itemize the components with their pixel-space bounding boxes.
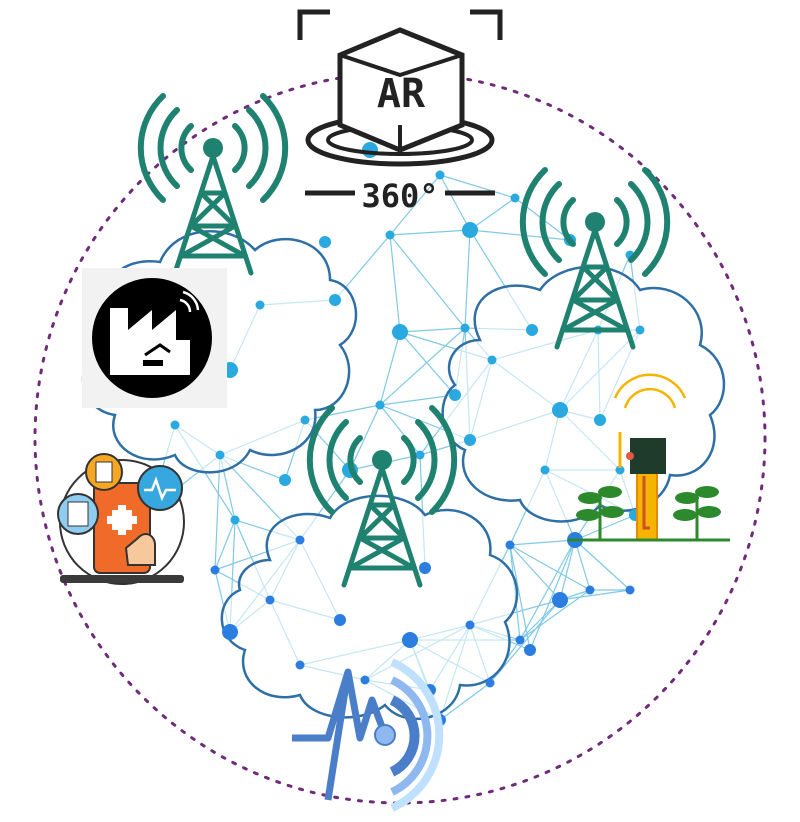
mesh-link xyxy=(469,229,571,241)
mesh-node xyxy=(485,678,495,688)
mesh-node xyxy=(170,420,180,430)
mesh-link xyxy=(559,539,576,601)
mesh-node xyxy=(449,389,461,401)
mesh-link xyxy=(509,544,561,601)
mesh-link xyxy=(399,327,466,333)
mesh-node xyxy=(487,355,497,365)
mesh-link xyxy=(304,404,381,421)
mesh-link xyxy=(574,539,631,591)
mesh-node xyxy=(540,465,550,475)
smart-agriculture-icon xyxy=(568,373,730,542)
mesh-node xyxy=(222,624,238,640)
mesh-link xyxy=(389,229,471,236)
mesh-link xyxy=(379,394,456,406)
mesh-node xyxy=(230,515,240,525)
mesh-node xyxy=(210,565,220,575)
mesh-node xyxy=(329,294,341,306)
mesh-node xyxy=(594,414,606,426)
mesh-node xyxy=(319,236,331,248)
telemedicine-icon xyxy=(57,453,185,585)
mesh-node xyxy=(552,592,568,608)
mesh-node xyxy=(515,635,525,645)
mesh-node xyxy=(375,400,385,410)
mesh-node xyxy=(419,562,431,574)
mesh-node xyxy=(265,595,275,605)
mesh-link xyxy=(214,519,236,571)
mesh-link xyxy=(389,174,441,236)
signal-wave-icon xyxy=(292,658,444,812)
mesh-node xyxy=(295,660,305,670)
mesh-link xyxy=(389,234,401,333)
mesh-link xyxy=(349,404,381,471)
ar-label: AR xyxy=(377,71,426,117)
smart-factory-icon xyxy=(82,268,227,408)
mesh-link xyxy=(439,174,471,231)
mesh-link xyxy=(574,514,636,541)
mesh-node xyxy=(552,402,568,418)
mesh-link xyxy=(439,682,491,721)
mesh-link xyxy=(509,544,591,591)
mesh-node xyxy=(464,434,476,446)
ar-degree-label: 360° xyxy=(361,177,438,215)
mesh-link xyxy=(519,539,576,641)
mesh-node xyxy=(385,230,395,240)
mesh-node xyxy=(415,450,425,460)
mesh-node xyxy=(615,465,625,475)
cloud-icon xyxy=(220,494,519,721)
mesh-node xyxy=(585,585,595,595)
mesh-node xyxy=(392,324,408,340)
mesh-link xyxy=(469,197,516,231)
mesh-node xyxy=(505,540,515,550)
mesh-link xyxy=(559,589,631,601)
mesh-node xyxy=(635,325,645,335)
mesh-node xyxy=(435,170,445,180)
mesh-link xyxy=(379,327,466,406)
mesh-link xyxy=(574,539,591,591)
mesh-node xyxy=(460,323,470,333)
mesh-node xyxy=(526,324,538,336)
mesh-node xyxy=(462,222,478,238)
mesh-node xyxy=(360,675,370,685)
mesh-node xyxy=(465,620,475,630)
mesh-link xyxy=(439,174,516,199)
mesh-link xyxy=(399,331,456,396)
mesh-link xyxy=(464,229,471,329)
mesh-node xyxy=(510,193,520,203)
mesh-nodes xyxy=(142,142,645,726)
mesh-link xyxy=(519,599,561,641)
mesh-node xyxy=(279,474,291,486)
mesh-node xyxy=(334,614,346,626)
mesh-link xyxy=(519,589,591,641)
mesh-node xyxy=(524,644,536,656)
mesh-node xyxy=(215,450,225,460)
mesh-node xyxy=(255,300,265,310)
mesh-node xyxy=(625,585,635,595)
ar-360-icon: AR 360° xyxy=(297,9,503,215)
mesh-link xyxy=(214,454,221,571)
mesh-node xyxy=(295,535,305,545)
mesh-node xyxy=(300,415,310,425)
mesh-link xyxy=(379,331,401,406)
mesh-link xyxy=(529,539,576,651)
mesh-node xyxy=(402,632,418,648)
mesh-link xyxy=(389,234,466,329)
mesh-node xyxy=(362,142,378,158)
mesh-link xyxy=(509,539,576,546)
